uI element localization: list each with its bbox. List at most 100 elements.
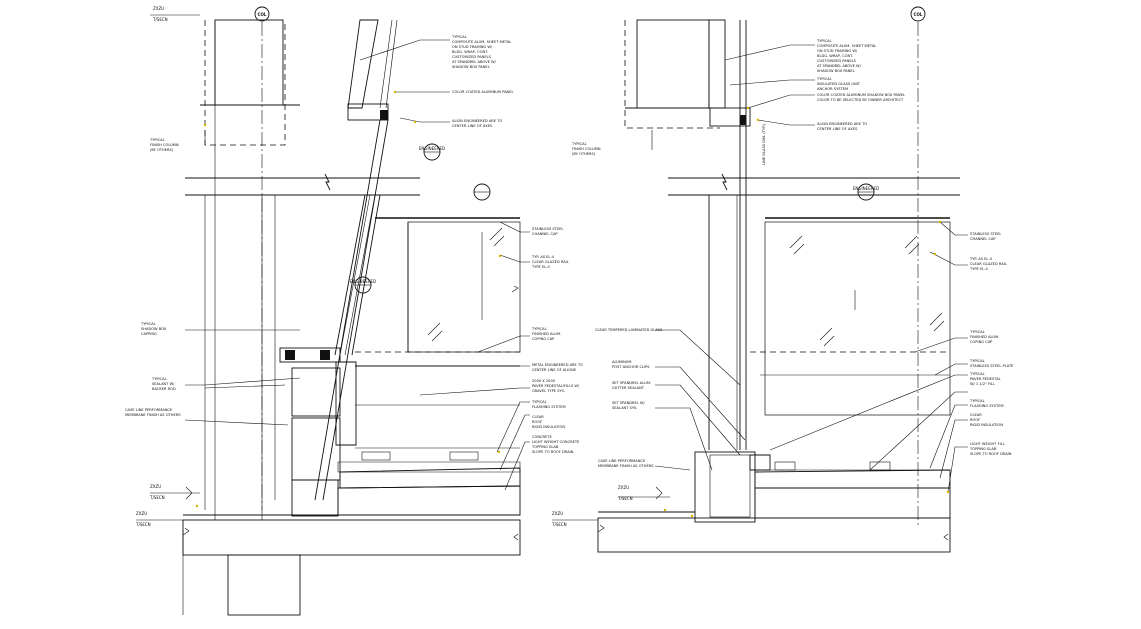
svg-text:CENTER LINE OF ALIGNE: CENTER LINE OF ALIGNE [532,368,577,372]
svg-text:LIGHT WEIGHT FILL: LIGHT WEIGHT FILL [970,442,1005,446]
svg-text:STAINLESS STEEL PLATE: STAINLESS STEEL PLATE [970,364,1014,368]
right-note-r5: STAINLESS STEEL CHANNEL CAP [970,232,1001,241]
right-note-r11: CLEAR ROOF RIGID INSULATION [970,413,1003,427]
svg-text:SET SPANDREL ALUM.: SET SPANDREL ALUM. [612,381,651,385]
svg-text:CAPPING: CAPPING [141,332,157,336]
left-glass-guardrail [355,217,521,449]
right-upper-column [636,19,710,109]
svg-text:CENTER LINE OF AXES: CENTER LINE OF AXES [817,127,858,131]
svg-text:FLASHING SYSTEM: FLASHING SYSTEM [532,405,566,409]
svg-text:BLDG. WRAP, CONT.: BLDG. WRAP, CONT. [817,54,853,58]
left-note-n9: TYPICAL FLASHING SYSTEM [531,400,566,409]
svg-text:TYPICAL: TYPICAL [140,322,156,326]
svg-text:ROOF: ROOF [532,420,542,424]
left-level-mid-value: T/SECN [149,495,165,500]
svg-text:CLEAR: CLEAR [532,415,544,419]
left-level-bot-value: T/SECN [135,522,151,527]
svg-text:TYPE EL-4: TYPE EL-4 [969,267,988,271]
svg-text:SEALANT SYS.: SEALANT SYS. [612,406,637,410]
svg-text:TYPICAL: TYPICAL [816,77,832,81]
svg-text:SLOPE TO ROOF DRAIN: SLOPE TO ROOF DRAIN [970,452,1012,456]
svg-text:TYPICAL: TYPICAL [969,372,985,376]
right-note-rl6: CASE LINE PERFORMANCE MEMBRANE FINISH AS… [598,459,654,468]
left-leaders [184,39,530,508]
right-callout-1-text: ENGINEERED [853,186,879,191]
right-roof-assembly [754,461,951,519]
left-upper-column [214,19,284,106]
right-note-r10: TYPICAL FLASHING SYSTEM [969,399,1004,408]
right-glass-guardrail [750,217,951,416]
svg-text:TYPICAL: TYPICAL [149,138,165,142]
right-level-break [668,173,960,196]
svg-text:SET SPANDREL W/: SET SPANDREL W/ [612,401,645,405]
svg-text:SEALANT W/: SEALANT W/ [152,382,175,386]
svg-text:COMPOSITE ALUM. SHEET METAL: COMPOSITE ALUM. SHEET METAL [452,40,511,44]
svg-text:MEMBRANE FINISH AS OTHERS: MEMBRANE FINISH AS OTHERS [598,464,654,468]
right-note-r12: LIGHT WEIGHT FILL TOPPING SLAB SLOPE TO … [969,442,1012,456]
left-note-n6: TYPICAL FINISHED ALUM. COPING CAP [531,327,561,341]
left-floor-slab [182,514,521,616]
svg-text:PAVER PEDESTAL/FILLS W/: PAVER PEDESTAL/FILLS W/ [532,384,580,388]
left-callout-1: ENGINEERED [419,143,445,161]
svg-text:FLASHING SYSTEM: FLASHING SYSTEM [970,404,1004,408]
svg-text:MEMBRANE FINISH AS OTHERS: MEMBRANE FINISH AS OTHERS [125,413,181,417]
svg-text:CHANNEL CAP: CHANNEL CAP [970,237,996,241]
svg-text:ALIGN ENGINEERED ARE TO: ALIGN ENGINEERED ARE TO [817,122,867,126]
left-level-mid-name: ZXZU [150,484,161,489]
svg-text:TYPICAL: TYPICAL [816,39,832,43]
left-note-n4: STAINLESS STEEL CHANNEL CAP [532,227,563,236]
right-level-mid-name: ZXZU [618,485,629,490]
left-grid-bubble: COL [254,6,270,22]
left-grid-bubble-label: COL [258,12,267,17]
svg-text:TYPICAL: TYPICAL [969,399,985,403]
svg-text:BLDG. WRAP, CONT.: BLDG. WRAP, CONT. [452,50,488,54]
svg-text:LIGHT WEIGHT CONCRETE: LIGHT WEIGHT CONCRETE [532,440,580,444]
svg-text:CHANNEL CAP: CHANNEL CAP [532,232,558,236]
right-leaders [651,44,968,518]
left-level-top: ZXZU T/SECN [150,6,200,22]
left-note-n3: ALIGN ENGINEERED ARE TO CENTER LINE OF A… [452,119,502,128]
left-level-bot-name: ZXZU [136,511,147,516]
right-level-bot-value: T/SECN [551,522,567,527]
svg-text:FINISH COLUMN: FINISH COLUMN [150,143,179,147]
right-level-mid: ZXZU T/SECN [617,485,670,501]
svg-text:AT SPANDREL ABOVE W/: AT SPANDREL ABOVE W/ [817,64,862,68]
svg-text:INSULATED GLASS UNIT: INSULATED GLASS UNIT [817,82,861,86]
svg-text:TYPICAL: TYPICAL [531,400,547,404]
svg-text:TYPICAL: TYPICAL [571,142,587,146]
right-note-rl2: CLEAR TEMPERED LAMINATED GLASS [595,328,663,332]
svg-text:COLOR COATED ALUMINUM PANEL: COLOR COATED ALUMINUM PANEL [452,90,514,94]
svg-text:(BY OTHERS): (BY OTHERS) [572,152,596,156]
svg-text:FINISHED ALUM.: FINISHED ALUM. [532,332,561,336]
svg-text:COLOR COATED ALUMINUM SHADOW B: COLOR COATED ALUMINUM SHADOW BOX PANEL [817,93,905,97]
svg-text:ON STUD FRAMING W/: ON STUD FRAMING W/ [817,49,858,53]
svg-text:TYPICAL: TYPICAL [151,377,167,381]
svg-text:CLEAR GLAZED RAIL: CLEAR GLAZED RAIL [970,262,1007,266]
svg-text:COPING CAP: COPING CAP [970,340,993,344]
left-level-break [185,173,420,196]
left-callout-2-text: ENGINEERED [350,279,376,284]
svg-text:TYPICAL: TYPICAL [969,359,985,363]
svg-text:TOPPING SLAB: TOPPING SLAB [531,445,559,449]
left-level-mid: ZXZU T/SECN [149,484,200,500]
right-note-rl5: SET SPANDREL W/ SEALANT SYS. [612,401,645,410]
svg-text:ALIGN ENGINEERED ARE TO: ALIGN ENGINEERED ARE TO [452,119,502,123]
svg-text:CUSTOMIZED PANELS: CUSTOMIZED PANELS [817,59,857,63]
right-note-r9: TYPICAL PAVER PEDESTAL W/ 1 1/2" FILL [969,372,1001,386]
left-note-n10: CLEAR ROOF RIGID INSULATION [532,415,565,429]
svg-text:2000 X 2000: 2000 X 2000 [532,379,556,383]
svg-text:TYPICAL: TYPICAL [531,327,547,331]
svg-text:TYPICAL: TYPICAL [969,330,985,334]
svg-text:ANCHOR SYSTEM: ANCHOR SYSTEM [817,87,848,91]
svg-text:STAINLESS STEEL: STAINLESS STEEL [970,232,1001,236]
left-callout-2: ENGINEERED [350,276,376,294]
right-finish-column-outline [624,20,720,129]
right-note-r6: TYP. AS EL-4 CLEAR GLAZED RAIL TYPE EL-4 [969,257,1007,271]
left-note-n2: COLOR COATED ALUMINUM PANEL [452,90,514,94]
right-note-rl4: SET SPANDREL ALUM. GUTTER SEALANT [612,381,651,390]
svg-text:RIGID INSULATION: RIGID INSULATION [970,423,1003,427]
svg-text:STAINLESS STEEL: STAINLESS STEEL [532,227,563,231]
svg-text:SHADOW BOX PANEL: SHADOW BOX PANEL [817,69,855,73]
left-callout-3 [473,183,491,201]
